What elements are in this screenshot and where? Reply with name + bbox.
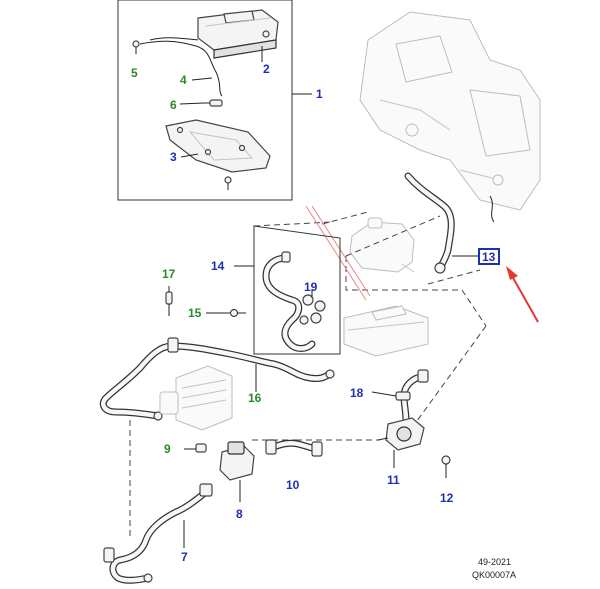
hvac-unit-ghost — [359, 11, 541, 211]
callout-15: 15 — [188, 306, 202, 320]
callout-1: 1 — [316, 87, 323, 101]
red-mark-1 — [305, 205, 367, 301]
dashed-connections — [129, 211, 487, 540]
callout-7: 7 — [181, 550, 188, 564]
callout-13-box — [478, 248, 500, 265]
footer-code: QK00007A — [472, 570, 516, 580]
hose-10 — [265, 439, 323, 457]
expansion-tank-ghost — [349, 217, 415, 273]
bolt-15 — [229, 308, 246, 318]
heater-module-ghost — [343, 305, 429, 357]
red-mark-2 — [311, 205, 371, 297]
callout-4: 4 — [180, 73, 187, 87]
highlight-arrow — [506, 266, 539, 323]
callout-8: 8 — [236, 507, 243, 521]
hose-kit-inset — [229, 225, 341, 355]
callout-13: 13 — [482, 250, 496, 264]
hose-18 — [395, 369, 429, 424]
heater-inset — [117, 0, 312, 201]
callout-6: 6 — [170, 98, 177, 112]
sensor-6 — [204, 99, 223, 107]
hose-13 — [404, 172, 455, 274]
callout-17: 17 — [162, 267, 176, 281]
callout-11: 11 — [387, 473, 400, 487]
valve-8 — [219, 441, 255, 502]
callout-9: 9 — [164, 442, 171, 456]
heater-module — [197, 9, 279, 59]
connector-9 — [184, 443, 207, 453]
wiring-harness — [139, 40, 223, 97]
bolt-5 — [132, 40, 140, 54]
cooler-ghost — [159, 365, 233, 431]
hose-16 — [99, 337, 335, 421]
callout-5: 5 — [131, 66, 138, 80]
heater-inset-frame — [117, 0, 293, 201]
callout-19: 19 — [304, 280, 318, 294]
callout-10: 10 — [286, 478, 300, 492]
bracket-bolt — [224, 176, 232, 190]
callout-2: 2 — [263, 62, 270, 76]
callout-14: 14 — [211, 259, 225, 273]
callout-16: 16 — [248, 391, 262, 405]
hose-7 — [103, 483, 213, 584]
callout-3: 3 — [170, 150, 177, 164]
mounting-bracket — [165, 119, 271, 173]
coolant-pump-11 — [377, 417, 425, 468]
callout-labels: 1 2 3 4 5 6 7 8 9 10 11 12 13 14 15 16 1… — [131, 62, 496, 564]
callout-18: 18 — [350, 386, 364, 400]
hose-kit-frame — [253, 225, 341, 355]
sensor-17 — [165, 286, 173, 316]
footer-date: 49-2021 — [478, 557, 511, 567]
callout-12: 12 — [440, 491, 454, 505]
clips-19 — [299, 294, 326, 325]
leaders — [206, 255, 478, 397]
bolt-12 — [441, 455, 451, 478]
